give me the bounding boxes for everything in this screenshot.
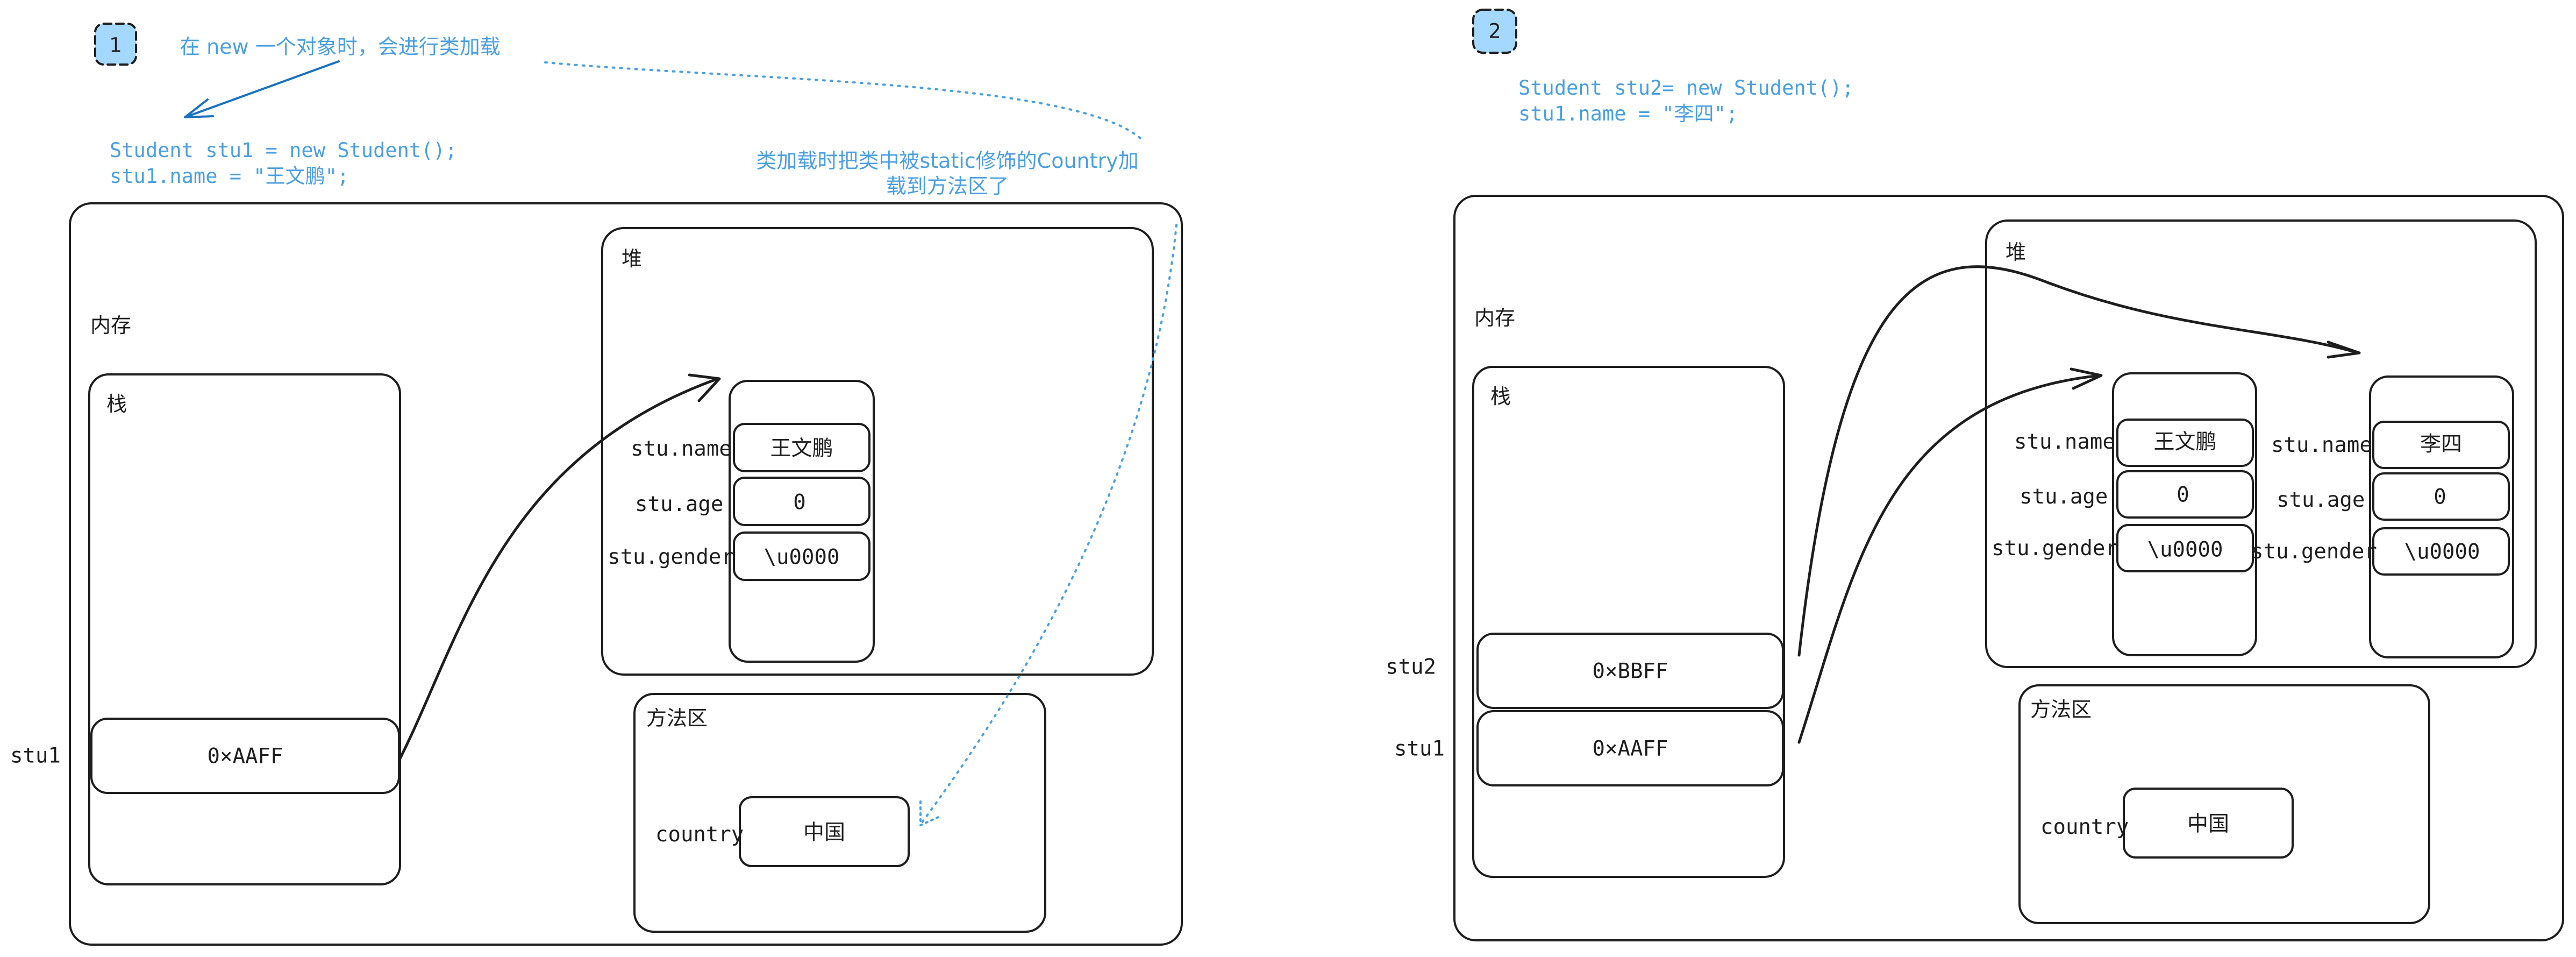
field-name-box-2a (2116, 419, 2254, 467)
static-field-label-1: country (655, 823, 744, 847)
method-area-label-2: 方法区 (2030, 698, 2092, 721)
field-value-name-2a: 王文鹏 (2153, 430, 2217, 455)
stack-box-2 (1472, 366, 1785, 878)
stack-value-stu2: 0×BBFF (1592, 659, 1668, 684)
annotation-arrow-solid (184, 60, 340, 118)
reference-arrow-stu1 (1797, 374, 2102, 744)
stack-var-stu1-2: stu1 (1394, 736, 1445, 761)
field-value-age-1: 0 (793, 490, 806, 515)
stack-cell-stu1 (90, 718, 400, 794)
heap-label-2: 堆 (2006, 240, 2026, 264)
memory-label-1: 内存 (90, 314, 132, 337)
memory-box-1 (69, 202, 1183, 946)
field-value-gender-2a: \u0000 (2147, 537, 2223, 562)
field-label-name-2a: stu.name (2014, 430, 2115, 454)
method-area-label-1: 方法区 (646, 706, 708, 730)
stack-cell-stu1-2 (1476, 710, 1784, 786)
badge-2-label: 2 (1488, 19, 1501, 43)
field-label-age-1: stu.age (635, 492, 724, 516)
field-label-gender-2b: stu.gender (2251, 540, 2377, 564)
heap-label-1: 堆 (622, 247, 643, 271)
field-age-box-1 (733, 477, 870, 526)
country-box-1 (739, 796, 910, 867)
method-area-box-1 (633, 693, 1046, 933)
stack-cell-stu2 (1476, 633, 1784, 709)
stack-label-2: 栈 (1490, 385, 1511, 408)
annotation-arrow-dotted-top (544, 61, 1142, 140)
annotation-arrow-dotted-down (920, 224, 1178, 824)
field-label-age-2a: stu.age (2020, 485, 2108, 509)
field-label-name-2b: stu.name (2271, 433, 2372, 457)
field-gender-box-2b (2372, 527, 2510, 576)
stack-var-stu1: stu1 (10, 743, 61, 768)
field-gender-box-2a (2116, 524, 2254, 572)
field-value-gender-1: \u0000 (763, 545, 840, 570)
stack-value-stu1: 0×AAFF (207, 744, 283, 769)
field-value-age-2b: 0 (2434, 485, 2446, 509)
badge-1-box (94, 23, 137, 66)
field-age-box-2a (2116, 470, 2254, 519)
field-label-gender-1: stu.gender (608, 545, 734, 569)
reference-arrow-1 (398, 377, 719, 760)
code-line-2-1: Student stu2= new Student(); (1518, 76, 1854, 100)
stack-label-1: 栈 (106, 392, 127, 416)
static-loading-note: 类加载时把类中被static修饰的Country加 载到方法区了 (711, 148, 1184, 199)
static-field-value-1: 中国 (803, 820, 846, 845)
object-box-2a (2112, 372, 2257, 656)
field-name-box-1 (733, 423, 870, 472)
field-name-box-2b (2372, 421, 2510, 469)
badge-1-label: 1 (109, 33, 122, 57)
memory-box-2 (1453, 195, 2564, 941)
reference-arrowhead-stu1 (2070, 367, 2103, 390)
country-box-2 (2123, 788, 2294, 859)
method-area-box-2 (2018, 684, 2430, 924)
class-loading-annotation: 在 new 一个对象时，会进行类加载 (180, 35, 501, 59)
static-field-label-2: country (2040, 815, 2129, 839)
stack-box-1 (88, 373, 401, 885)
static-loading-note-line2: 载到方法区了 (886, 174, 1009, 198)
field-value-age-2a: 0 (2177, 483, 2189, 507)
heap-box-2 (1985, 219, 2537, 668)
reference-arrow-stu2 (1797, 265, 2360, 657)
field-label-name-1: stu.name (631, 437, 732, 461)
annotation-arrowhead-dotted (919, 800, 943, 826)
stack-var-stu2: stu2 (1386, 655, 1436, 679)
field-age-box-2b (2372, 472, 2510, 521)
stack-value-stu1-2: 0×AAFF (1592, 736, 1668, 761)
badge-2-box (1472, 9, 1517, 54)
code-line-1-2: stu1.name = "王文鹏"; (110, 165, 349, 188)
memory-label-2: 内存 (1474, 306, 1516, 330)
field-label-gender-2a: stu.gender (1992, 536, 2118, 561)
object-box-1 (729, 380, 875, 663)
static-loading-note-line1: 类加载时把类中被static修饰的Country加 (756, 149, 1139, 173)
field-label-age-2b: stu.age (2277, 488, 2365, 512)
static-field-value-2: 中国 (2187, 812, 2230, 837)
field-value-name-2b: 李四 (2420, 432, 2463, 457)
reference-arrowhead-stu2 (2327, 341, 2361, 359)
object-box-2b (2369, 375, 2514, 658)
field-gender-box-1 (733, 531, 870, 581)
code-line-1-1: Student stu1 = new Student(); (110, 139, 458, 162)
heap-box-1 (601, 227, 1154, 676)
annotation-arrowhead-solid (184, 98, 214, 118)
field-value-gender-2b: \u0000 (2404, 540, 2480, 564)
code-line-2-2: stu1.name = "李四"; (1518, 102, 1738, 125)
reference-arrowhead-1 (688, 373, 721, 402)
field-value-name-1: 王文鹏 (770, 436, 833, 461)
